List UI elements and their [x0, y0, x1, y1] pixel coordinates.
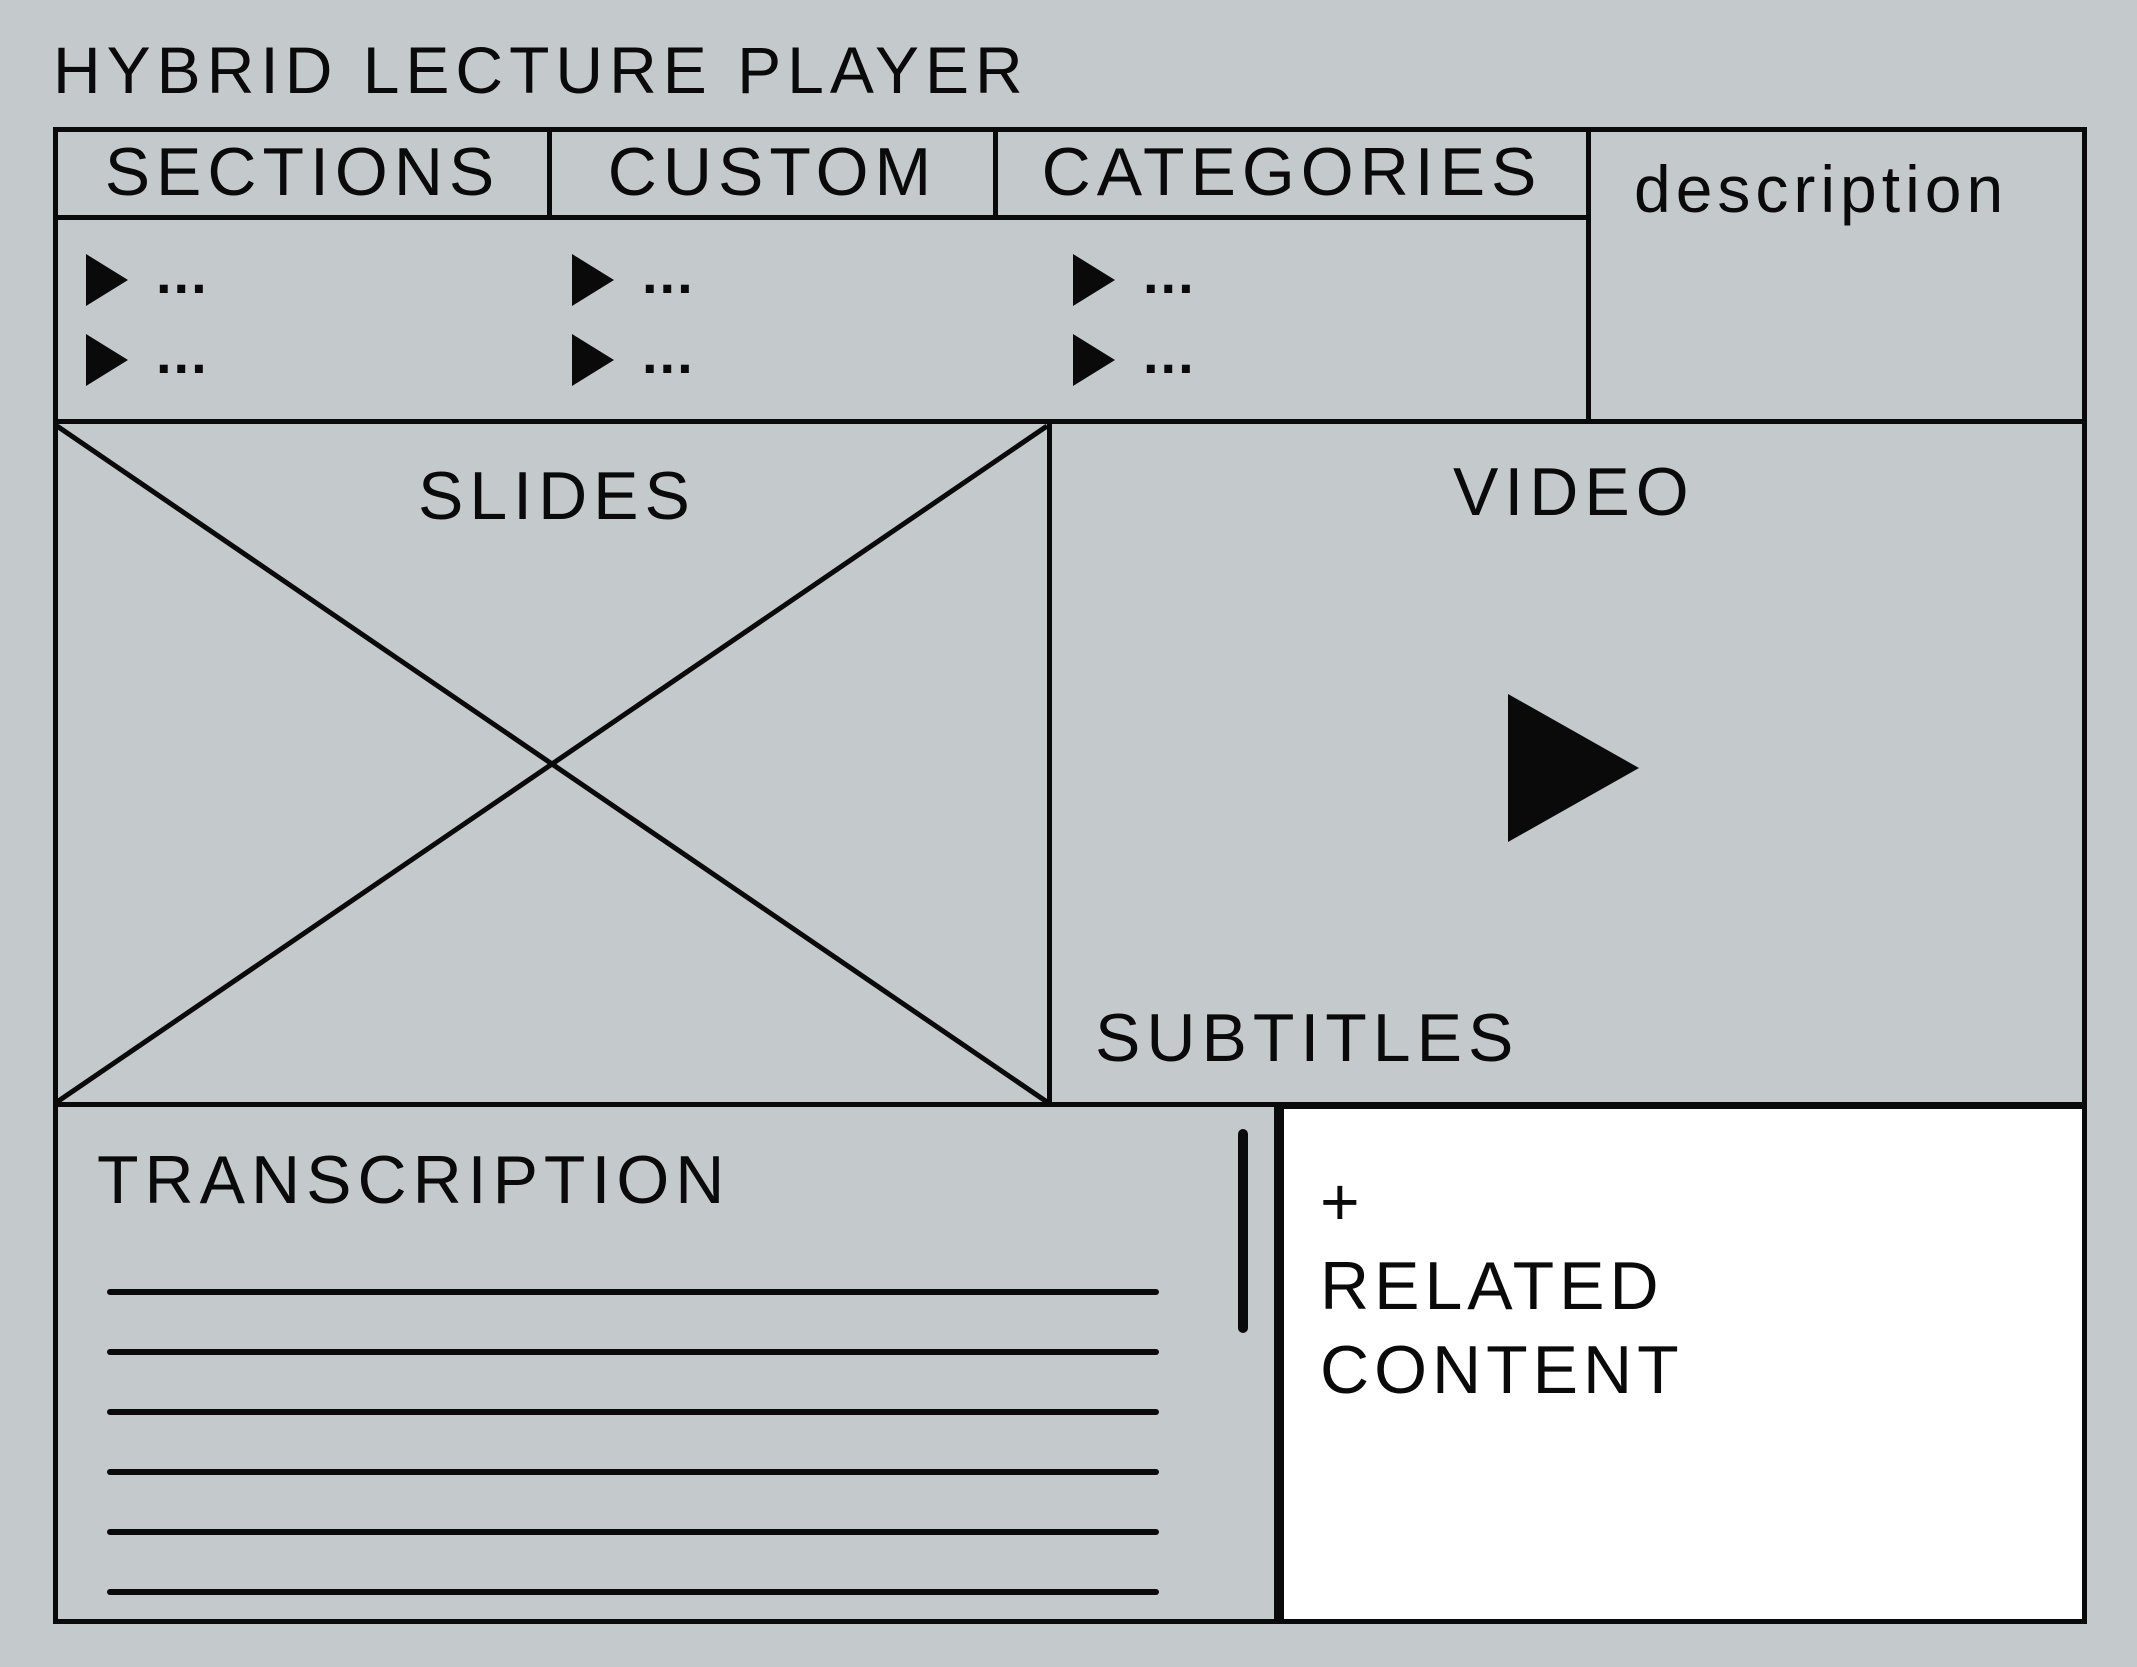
related-line-1: RELATED	[1320, 1248, 1664, 1324]
tab-underline	[53, 215, 1589, 220]
player-frame	[53, 127, 2087, 1624]
transcript-line	[107, 1469, 1159, 1475]
list-item-label: ...	[642, 322, 695, 385]
slides-video-separator	[1047, 421, 1052, 1105]
play-triangle-icon	[1073, 254, 1115, 306]
sections-list: ... ...	[86, 246, 209, 390]
play-triangle-icon	[572, 254, 614, 306]
play-triangle-icon	[572, 334, 614, 386]
divider-middle	[53, 1102, 2087, 1107]
description-separator	[1586, 127, 1591, 422]
transcript-line	[107, 1529, 1159, 1535]
video-label: VIDEO	[1453, 454, 1695, 530]
related-content-pane[interactable]	[1279, 1104, 2087, 1624]
tab-custom[interactable]: CUSTOM	[607, 134, 938, 210]
divider-top	[53, 419, 2087, 424]
list-item[interactable]: ...	[1073, 326, 1196, 390]
transcript-line	[107, 1409, 1159, 1415]
list-item[interactable]: ...	[86, 246, 209, 310]
tab-separator-1	[547, 127, 552, 219]
play-triangle-icon	[1073, 334, 1115, 386]
list-item-label: ...	[1143, 322, 1196, 385]
transcript-line	[107, 1349, 1159, 1355]
subtitles-label: SUBTITLES	[1095, 1000, 1520, 1076]
list-item[interactable]: ...	[86, 326, 209, 390]
transcription-related-separator	[1274, 1104, 1279, 1624]
list-item-label: ...	[1143, 242, 1196, 305]
related-line-2: CONTENT	[1320, 1332, 1684, 1408]
related-content-label[interactable]: + RELATED CONTENT	[1320, 1160, 1684, 1412]
play-icon[interactable]	[1508, 694, 1639, 842]
transcription-label: TRANSCRIPTION	[97, 1142, 731, 1218]
list-item[interactable]: ...	[1073, 246, 1196, 310]
list-item-label: ...	[156, 242, 209, 305]
play-triangle-icon	[86, 334, 128, 386]
transcript-line	[107, 1589, 1159, 1595]
transcript-line	[107, 1289, 1159, 1295]
tab-separator-2	[993, 127, 998, 219]
categories-list: ... ...	[1073, 246, 1196, 390]
list-item[interactable]: ...	[572, 326, 695, 390]
transcription-scrollbar[interactable]	[1238, 1129, 1248, 1333]
list-item-label: ...	[642, 242, 695, 305]
tab-sections[interactable]: SECTIONS	[104, 134, 501, 210]
description-label: description	[1634, 152, 2009, 226]
list-item-label: ...	[156, 322, 209, 385]
play-triangle-icon	[86, 254, 128, 306]
plus-icon: +	[1320, 1164, 1365, 1240]
image-placeholder-icon	[55, 424, 1049, 1104]
tab-categories[interactable]: CATEGORIES	[1041, 134, 1543, 210]
app-title: HYBRID LECTURE PLAYER	[53, 33, 1029, 107]
custom-list: ... ...	[572, 246, 695, 390]
list-item[interactable]: ...	[572, 246, 695, 310]
slides-label: SLIDES	[418, 458, 696, 534]
